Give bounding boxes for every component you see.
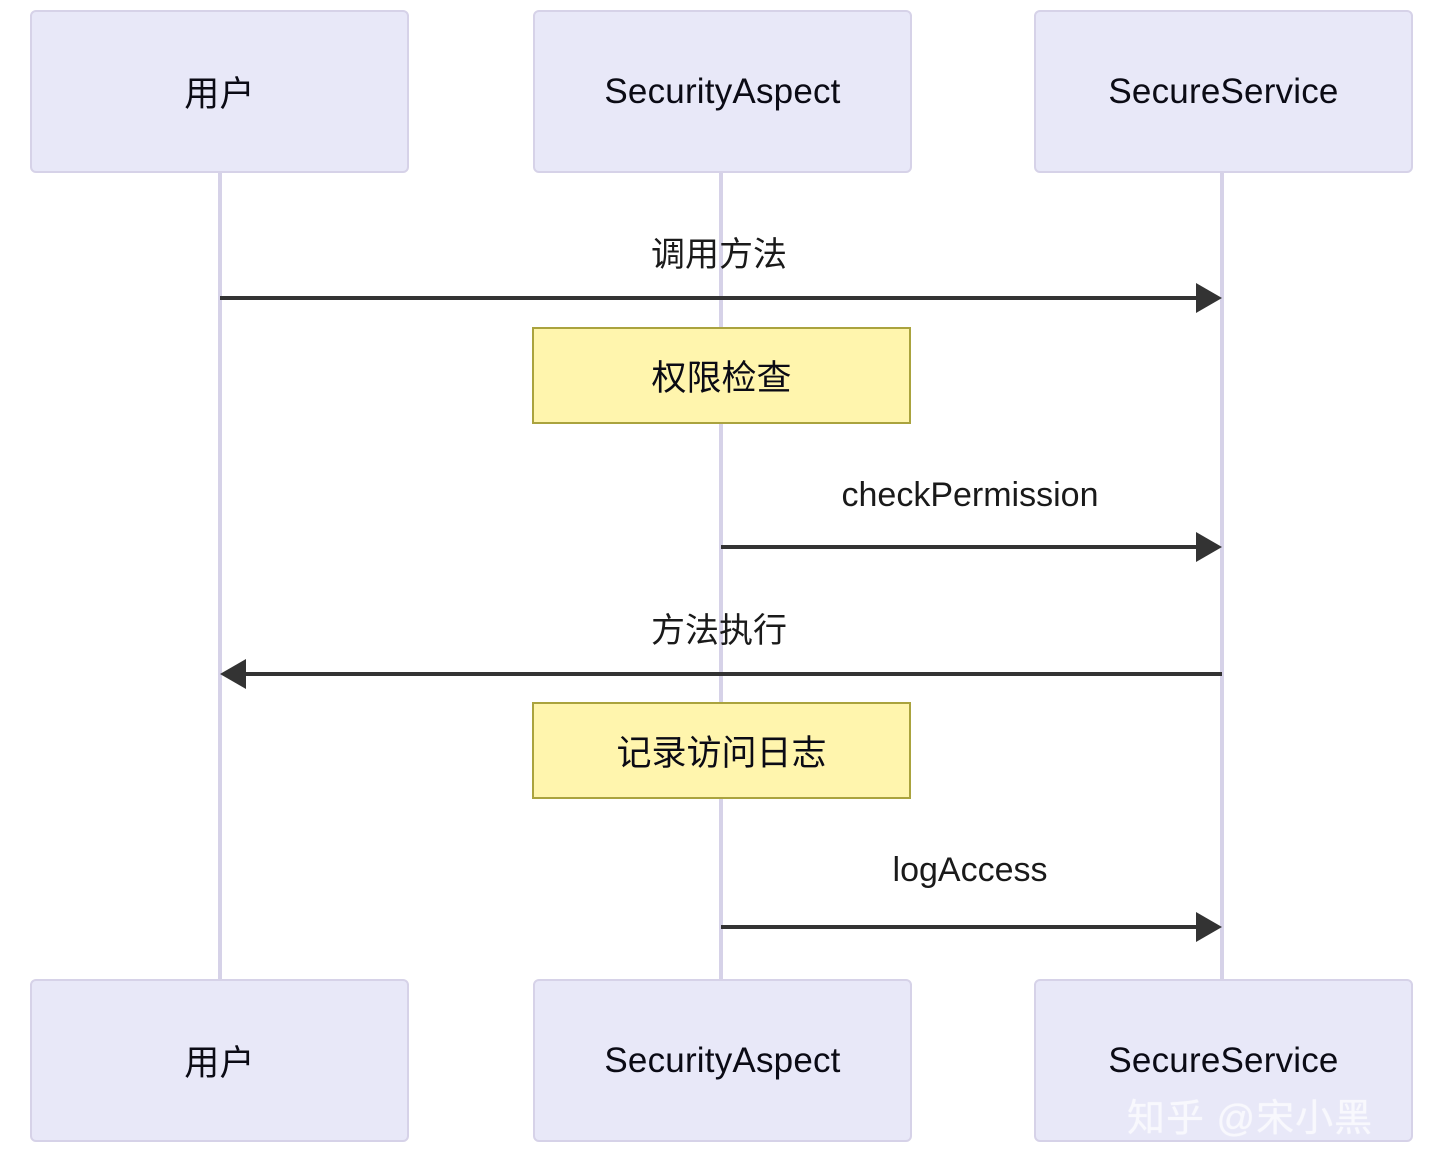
arrow-head-m1: [1196, 283, 1222, 313]
participant-label-service-top: SecureService: [1108, 71, 1339, 111]
note-box-n2[interactable]: 记录访问日志: [532, 702, 911, 799]
participant-label-user-bottom: 用户: [184, 1044, 255, 1083]
arrow-head-m3: [220, 659, 246, 689]
lifeline-aspect: [719, 172, 723, 980]
lifeline-service: [1220, 172, 1224, 980]
arrow-head-m4: [1196, 912, 1222, 942]
participant-box-user-top[interactable]: 用户: [30, 10, 409, 173]
message-label-m3: 方法执行: [651, 612, 787, 650]
note-box-n1[interactable]: 权限检查: [532, 327, 911, 424]
participant-box-user-bottom[interactable]: 用户: [30, 979, 409, 1142]
participant-label-service-bottom: SecureService: [1108, 1040, 1339, 1080]
note-label-n2: 记录访问日志: [616, 734, 827, 773]
participant-box-aspect-bottom[interactable]: SecurityAspect: [533, 979, 912, 1142]
message-label-m4: logAccess: [892, 851, 1048, 889]
participant-box-service-bottom[interactable]: SecureService: [1034, 979, 1413, 1142]
participant-box-service-top[interactable]: SecureService: [1034, 10, 1413, 173]
participant-box-aspect-top[interactable]: SecurityAspect: [533, 10, 912, 173]
participant-label-aspect-top: SecurityAspect: [604, 71, 841, 111]
participant-label-aspect-bottom: SecurityAspect: [604, 1040, 841, 1080]
lifeline-user: [218, 172, 222, 980]
message-line-m3: [246, 672, 1222, 676]
message-line-m4: [721, 925, 1206, 929]
message-label-m1: 调用方法: [651, 236, 787, 274]
arrow-head-m2: [1196, 532, 1222, 562]
message-line-m2: [721, 545, 1206, 549]
note-label-n1: 权限检查: [651, 359, 792, 398]
message-label-m2: checkPermission: [841, 476, 1099, 514]
message-line-m1: [220, 296, 1206, 300]
participant-label-user-top: 用户: [184, 75, 255, 114]
